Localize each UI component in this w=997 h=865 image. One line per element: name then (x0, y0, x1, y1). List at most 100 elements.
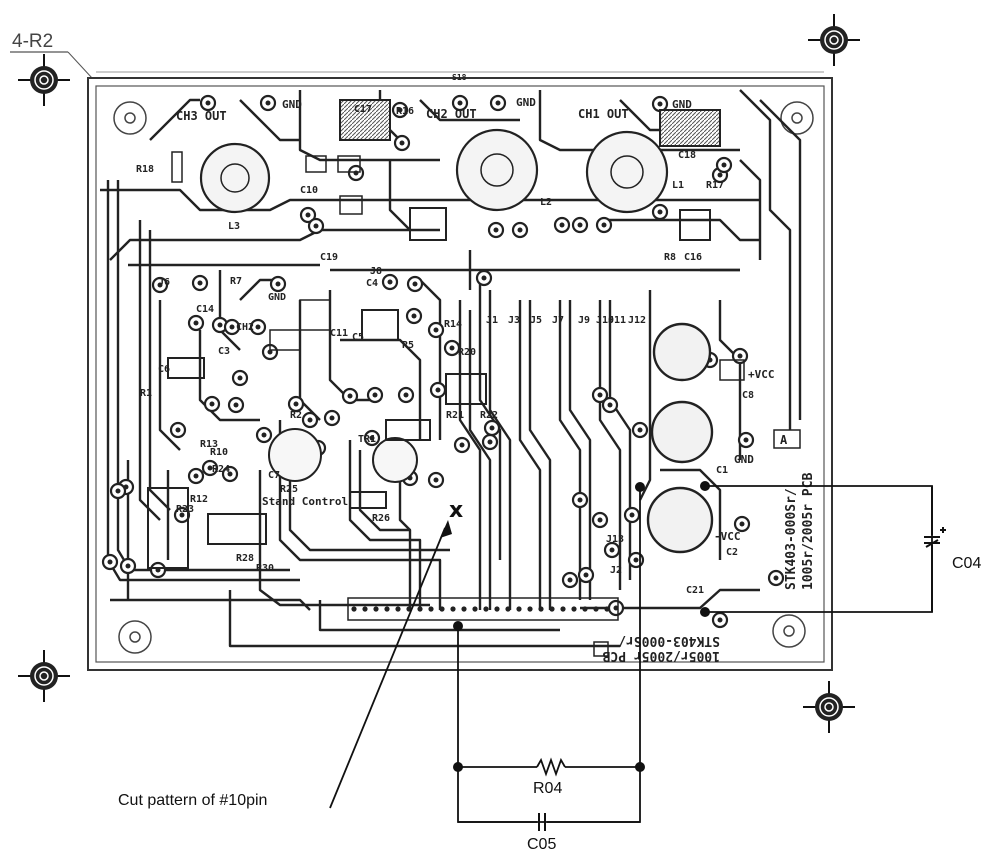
gnd-label: GND (672, 98, 692, 111)
component-label: C8 (742, 390, 754, 401)
c05-label: C05 (527, 836, 557, 853)
header-pin (593, 606, 599, 612)
c04-label: C04 (952, 555, 982, 572)
header-pin (483, 606, 489, 612)
registration-mark (18, 54, 70, 106)
pad (603, 541, 621, 559)
component-label: R16 (396, 106, 414, 117)
pad (591, 386, 609, 404)
component-label: R5 (402, 340, 414, 351)
pad (261, 343, 279, 361)
pad (511, 221, 529, 239)
pad (307, 217, 325, 235)
component-label: C17 (354, 104, 372, 115)
header-pin (582, 606, 588, 612)
pad (201, 459, 219, 477)
component-label: R10 (210, 447, 228, 458)
pad (149, 561, 167, 579)
component-label: C6 (158, 364, 170, 375)
header-pin (472, 606, 478, 612)
component-label: C16 (684, 252, 702, 263)
component-label: R17 (706, 180, 724, 191)
pcb-traces (100, 89, 802, 648)
gnd-label: GND (282, 98, 302, 111)
gnd-label: GND (516, 96, 536, 109)
pad (715, 156, 733, 174)
component-label: J10 (596, 315, 614, 326)
component-label: C11 (330, 328, 348, 339)
header-pin (494, 606, 500, 612)
header-pin (395, 606, 401, 612)
component-label: J11 (608, 315, 626, 326)
component-label: L3 (228, 221, 240, 232)
component-label: TR1 (358, 434, 376, 445)
component-label: C21 (686, 585, 704, 596)
registration-mark (808, 14, 860, 66)
component-label: C19 (320, 252, 338, 263)
component-label: C10 (300, 185, 318, 196)
pad (591, 511, 609, 529)
header-pin (549, 606, 555, 612)
junction-dots (453, 481, 710, 772)
pad (571, 491, 589, 509)
header-pin (461, 606, 467, 612)
header-pin (527, 606, 533, 612)
channel-out-label: CH3 OUT (176, 109, 227, 123)
header-pin (571, 606, 577, 612)
component-label: C18 (678, 150, 696, 161)
pad (711, 611, 729, 629)
pad (451, 94, 469, 112)
pad (287, 395, 305, 413)
pad (119, 557, 137, 575)
pad (427, 321, 445, 339)
component-label: GND (268, 292, 286, 303)
component-label: L1 (672, 180, 684, 191)
pad (623, 506, 641, 524)
component-label: R13 (200, 439, 218, 450)
pcb-id-bottom: STK403-000Sr/ 1005r/2005r PCB (602, 633, 720, 663)
pad (391, 101, 409, 119)
capacitor-c05-symbol (538, 813, 546, 831)
component-label: R12 (190, 494, 208, 505)
pad (631, 421, 649, 439)
header-pin (505, 606, 511, 612)
pad (487, 221, 505, 239)
pad (577, 566, 595, 584)
pad (731, 347, 749, 365)
pad (475, 269, 493, 287)
component-label: J9 (578, 315, 590, 326)
pad (651, 203, 669, 221)
component-label: R26 (372, 513, 390, 524)
header-pin (384, 606, 390, 612)
pad (651, 95, 669, 113)
header-pin (428, 606, 434, 612)
pad (187, 314, 205, 332)
pad (443, 339, 461, 357)
header-pin (362, 606, 368, 612)
pad (363, 429, 381, 447)
pad (429, 381, 447, 399)
pad (561, 571, 579, 589)
component-label: R14 (444, 319, 462, 330)
pad (323, 409, 341, 427)
pad (406, 275, 424, 293)
header-pin (450, 606, 456, 612)
header-pin (516, 606, 522, 612)
pad (607, 599, 625, 617)
component-label: C4 (366, 278, 378, 289)
pad (366, 386, 384, 404)
component-label: L2 (540, 197, 552, 208)
component-label: R20 (458, 347, 476, 358)
component-label: C7 (268, 470, 280, 481)
pad (601, 396, 619, 414)
cut-arrowhead (440, 520, 452, 538)
component-label: R18 (136, 164, 154, 175)
component-label: CH2 (236, 322, 254, 333)
pad (151, 276, 169, 294)
pad (101, 553, 119, 571)
pad (299, 206, 317, 224)
header-pin (417, 606, 423, 612)
cut-pattern-note: Cut pattern of #10pin (118, 792, 268, 809)
pcb-id-line-1: STK403-000Sr/ (784, 488, 799, 590)
